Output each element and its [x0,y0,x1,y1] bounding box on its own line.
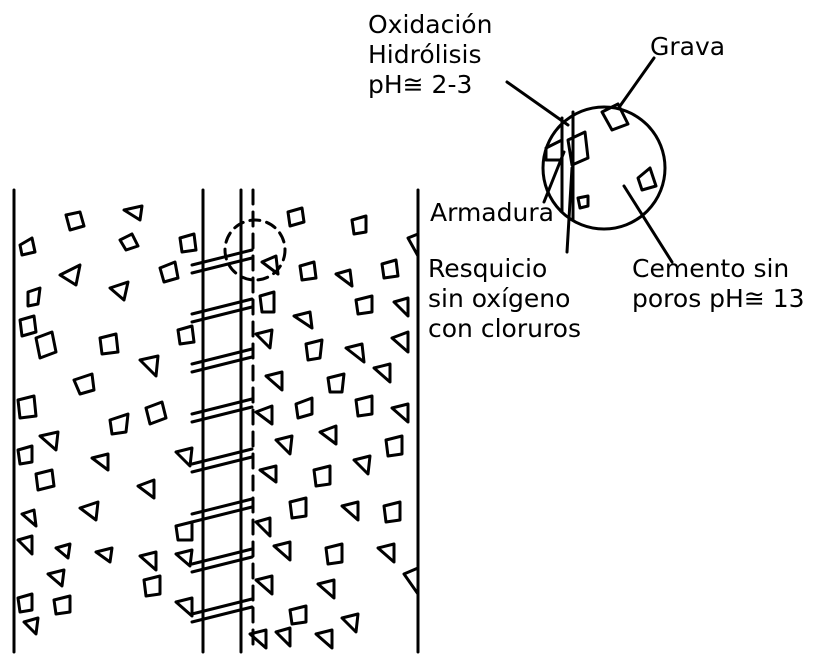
label-sin-oxigeno: sin oxígeno [428,284,571,313]
label-hidrolisis: Hidrólisis [368,40,482,69]
detail-gravel-3 [636,166,658,192]
gravel-pieces [16,204,420,650]
detail-gravel-1 [566,130,590,167]
label-armadura: Armadura [430,198,554,227]
label-cemento-sin: Cemento sin [632,254,790,283]
magnified-detail-circle [541,105,667,231]
label-poros-ph: poros pH≅ 13 [632,284,805,313]
label-con-cloruros: con cloruros [428,314,581,343]
detail-gravel-2 [600,102,630,132]
label-resquicio: Resquicio [428,254,548,283]
detail-gravel-4 [576,194,590,210]
detail-marker-circle [223,218,287,282]
label-grava: Grava [650,32,726,61]
label-oxidacion: Oxidación [368,10,493,39]
label-ph-low: pH≅ 2-3 [368,70,473,99]
leader-lines [505,56,674,264]
rebar-ribs [190,248,254,624]
